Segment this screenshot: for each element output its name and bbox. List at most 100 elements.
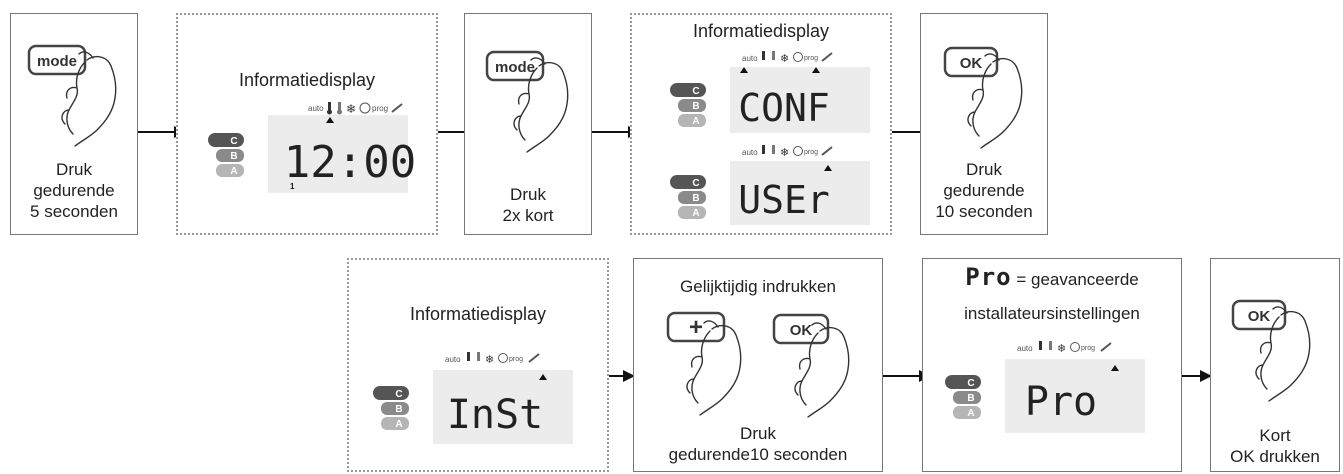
flow-arrow: [1182, 370, 1212, 382]
svg-text:auto: auto: [445, 355, 461, 364]
mode-key-label: mode: [37, 53, 77, 70]
svg-text:B: B: [692, 101, 699, 112]
thermometer-icon: [1049, 341, 1052, 350]
svg-text:C: C: [230, 136, 237, 147]
step-6-title: Informatiedisplay: [409, 304, 547, 324]
step-7-panel: Gelijktijdig indrukken + OK Druk geduren…: [633, 258, 883, 472]
svg-text:A: A: [692, 116, 699, 127]
step-1-line-2: gedurende: [33, 181, 115, 200]
svg-text:prog: prog: [804, 149, 818, 156]
information-display-conf: auto ❄ prog C B A CONF: [670, 51, 870, 133]
svg-text:A: A: [230, 166, 237, 177]
active-marker: [539, 374, 547, 380]
clock-icon: [359, 102, 371, 114]
step-9-label: Kort OK drukken: [1211, 425, 1339, 467]
ok-key-label: OK: [1248, 308, 1271, 325]
flow-arrow: [609, 370, 635, 382]
step-8-title: Pro = geavanceerde: [923, 263, 1181, 291]
information-display-user: auto ❄ prog C B A USEr: [670, 145, 870, 225]
step-3-line-1: Druk: [510, 185, 546, 204]
thermometer-icon: [1039, 341, 1042, 350]
step-5-line-1: Druk: [966, 160, 1002, 179]
step-7-line-2: gedurende10 seconden: [668, 445, 848, 464]
svg-text:prog: prog: [804, 55, 818, 62]
flow-arrow: [883, 370, 931, 382]
thermometer-icon: [772, 51, 775, 60]
svg-text:C: C: [967, 378, 974, 389]
mode-key-label: mode: [495, 59, 535, 76]
thermometer-icon: [762, 145, 765, 154]
snowflake-icon: ❄: [485, 354, 494, 366]
step-3-panel: mode Druk 2x kort: [464, 13, 592, 235]
ok-key: [772, 313, 830, 345]
step-1-label: Druk gedurende 5 seconden: [11, 159, 137, 222]
thermometer-icon: [477, 352, 480, 361]
mode-button-graphic: mode: [27, 44, 117, 147]
svg-text:A: A: [692, 208, 699, 219]
wrench-icon: [821, 52, 833, 62]
snowflake-icon: ❄: [780, 147, 789, 159]
wrench-icon: [1100, 342, 1112, 352]
pro-code: Pro: [965, 263, 1012, 291]
active-marker: [1111, 365, 1119, 371]
clock-icon: [793, 146, 803, 156]
display-value-pro: Pro: [1025, 379, 1097, 425]
svg-text:A: A: [395, 419, 402, 430]
step-8-title-rest: = geavanceerde: [1016, 270, 1139, 289]
plus-key-label: +: [689, 314, 703, 341]
step-5-line-3: 10 seconden: [935, 202, 1033, 221]
step-7-line-1: Druk: [740, 424, 776, 443]
thermometer-icon: [467, 352, 470, 361]
wrench-icon: [821, 146, 833, 156]
svg-text:auto: auto: [1017, 344, 1033, 353]
step-7-title: Gelijktijdig indrukken: [680, 277, 836, 296]
svg-text:prog: prog: [1081, 345, 1095, 352]
auto-label: auto: [308, 104, 324, 113]
snowflake-icon: ❄: [346, 102, 356, 116]
display-value-user: USEr: [738, 178, 830, 222]
step-4-title: Informatiedisplay: [692, 21, 830, 41]
step-8-panel: Pro = geavanceerde installateursinstelli…: [922, 258, 1182, 472]
wrench-icon: [528, 353, 540, 363]
svg-text:C: C: [395, 389, 402, 400]
active-marker: [326, 117, 334, 123]
step-3-label: Druk 2x kort: [465, 184, 591, 226]
step-5-panel: OK Druk gedurende 10 seconden: [920, 13, 1048, 235]
step-2-title: Informatiedisplay: [238, 70, 376, 90]
clock-icon: [1070, 342, 1080, 352]
step-5-label: Druk gedurende 10 seconden: [921, 159, 1047, 222]
step-6-panel: Informatiedisplay auto ❄ prog C B A InSt: [347, 258, 609, 472]
svg-text:C: C: [692, 86, 699, 97]
wrench-icon: [391, 103, 403, 113]
display-value-conf: CONF: [738, 86, 830, 130]
svg-text:B: B: [395, 404, 402, 415]
svg-text:auto: auto: [742, 148, 758, 157]
prog-label: prog: [372, 104, 388, 113]
svg-text:auto: auto: [742, 54, 758, 63]
step-1-line-1: Druk: [56, 160, 92, 179]
ok-key-label: OK: [960, 55, 983, 72]
svg-text:B: B: [692, 193, 699, 204]
snowflake-icon: ❄: [780, 53, 789, 65]
thermometer-icon: [337, 102, 342, 115]
clock-icon: [793, 52, 803, 62]
active-marker: [740, 67, 748, 73]
thermometer-icon: [327, 102, 332, 115]
step-2-panel: Informatiedisplay auto ❄ prog C B A 1 12…: [176, 13, 438, 235]
step-9-line-2: OK drukken: [1230, 447, 1320, 466]
svg-text:prog: prog: [509, 356, 523, 363]
step-9-line-1: Kort: [1259, 426, 1291, 445]
step-7-label: Druk gedurende10 seconden: [634, 423, 882, 465]
clock-icon: [498, 353, 508, 363]
ok-key-label: OK: [790, 322, 813, 339]
snowflake-icon: ❄: [1057, 343, 1066, 355]
display-small-digit: 1: [290, 182, 295, 191]
svg-text:B: B: [230, 151, 237, 162]
svg-text:C: C: [692, 178, 699, 189]
display-value-inst: InSt: [447, 392, 543, 438]
step-8-title-line-2: installateursinstellingen: [964, 304, 1140, 323]
plus-key: [666, 311, 726, 343]
step-3-line-2: 2x kort: [502, 206, 554, 225]
information-display-pro: auto ❄ prog C B A Pro: [945, 341, 1145, 433]
information-display: auto ❄ prog C B A 1 12:00: [208, 102, 416, 193]
